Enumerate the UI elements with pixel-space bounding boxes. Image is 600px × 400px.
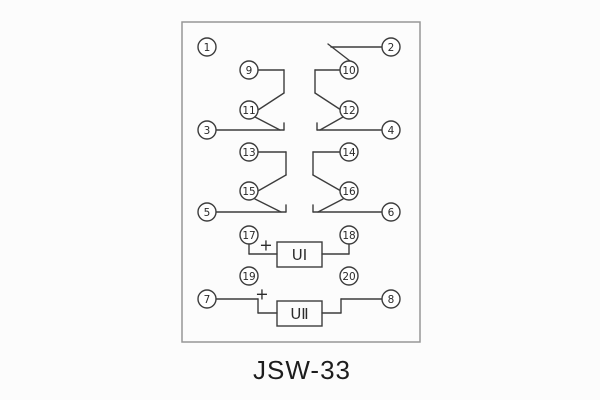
- terminal-number: 7: [204, 294, 211, 306]
- terminal-circle: [339, 225, 359, 245]
- terminal-circle: [339, 266, 359, 286]
- terminal-circle: [381, 202, 401, 222]
- terminal-number: 16: [342, 186, 356, 198]
- terminal-circle: [197, 202, 217, 222]
- terminal-14: 14: [339, 142, 359, 162]
- terminal-18: 18: [339, 225, 359, 245]
- terminal-circle: [239, 142, 259, 162]
- terminal-circle: [381, 37, 401, 57]
- terminal-6: 6: [381, 202, 401, 222]
- terminal-circle: [197, 289, 217, 309]
- terminal-circle: [339, 142, 359, 162]
- terminal-12: 12: [339, 100, 359, 120]
- terminal-16: 16: [339, 181, 359, 201]
- terminal-circle: [239, 225, 259, 245]
- element-box-2: UⅡ: [276, 300, 323, 327]
- terminal-circle: [339, 100, 359, 120]
- terminal-2: 2: [381, 37, 401, 57]
- terminal-number: 11: [242, 105, 255, 117]
- element-box-1: UⅠ: [276, 241, 323, 268]
- wire-segment: [312, 174, 342, 192]
- wire-segment: [254, 198, 282, 213]
- terminal-10: 10: [339, 60, 359, 80]
- terminal-number: 18: [342, 230, 355, 242]
- plus-polarity-mark: +: [259, 236, 272, 255]
- element-box-outline: [276, 241, 323, 268]
- terminal-17: 17: [239, 225, 259, 245]
- terminal-number: 15: [242, 186, 255, 198]
- terminal-number: 9: [246, 65, 253, 77]
- wire-segment: [319, 116, 344, 131]
- element-box-label: UⅡ: [290, 305, 308, 323]
- terminal-number: 5: [204, 207, 211, 219]
- terminal-number: 6: [388, 207, 395, 219]
- terminal-number: 19: [242, 271, 255, 283]
- terminal-number: 13: [242, 147, 255, 159]
- terminal-15: 15: [239, 181, 259, 201]
- terminal-number: 12: [342, 105, 355, 117]
- terminal-circle: [381, 120, 401, 140]
- terminal-circle: [239, 181, 259, 201]
- wire-segment: [257, 174, 287, 192]
- terminal-number: 1: [204, 42, 211, 54]
- terminal-circle: [339, 60, 359, 80]
- terminal-19: 19: [239, 266, 259, 286]
- element-box-outline: [276, 300, 323, 327]
- terminal-number: 2: [388, 42, 395, 54]
- wire-segment: [254, 116, 281, 131]
- terminal-number: 17: [242, 230, 255, 242]
- terminal-number: 4: [388, 125, 395, 137]
- diagram-caption: JSW-33: [253, 355, 351, 385]
- wire-segment: [327, 43, 351, 62]
- terminal-number: 3: [204, 125, 211, 137]
- element-box-label: UⅠ: [292, 246, 307, 264]
- terminal-13: 13: [239, 142, 259, 162]
- terminal-7: 7: [197, 289, 217, 309]
- terminal-number: 14: [342, 147, 356, 159]
- terminal-3: 3: [197, 120, 217, 140]
- terminal-circle: [339, 181, 359, 201]
- terminal-circle: [239, 266, 259, 286]
- wire-segment: [314, 92, 342, 111]
- terminal-11: 11: [239, 100, 259, 120]
- terminal-8: 8: [381, 289, 401, 309]
- terminal-circle: [197, 37, 217, 57]
- terminal-number: 8: [388, 294, 395, 306]
- terminal-circle: [239, 100, 259, 120]
- terminal-number: 10: [342, 65, 355, 77]
- terminal-circle: [239, 60, 259, 80]
- relay-outline: [181, 21, 421, 343]
- wire-segment: [317, 198, 344, 213]
- terminal-4: 4: [381, 120, 401, 140]
- plus-polarity-mark: +: [255, 285, 268, 304]
- terminal-5: 5: [197, 202, 217, 222]
- wire-segment: [257, 92, 285, 111]
- terminal-circle: [381, 289, 401, 309]
- terminal-9: 9: [239, 60, 259, 80]
- terminal-1: 1: [197, 37, 217, 57]
- terminal-circle: [197, 120, 217, 140]
- terminal-20: 20: [339, 266, 359, 286]
- terminal-number: 20: [342, 271, 355, 283]
